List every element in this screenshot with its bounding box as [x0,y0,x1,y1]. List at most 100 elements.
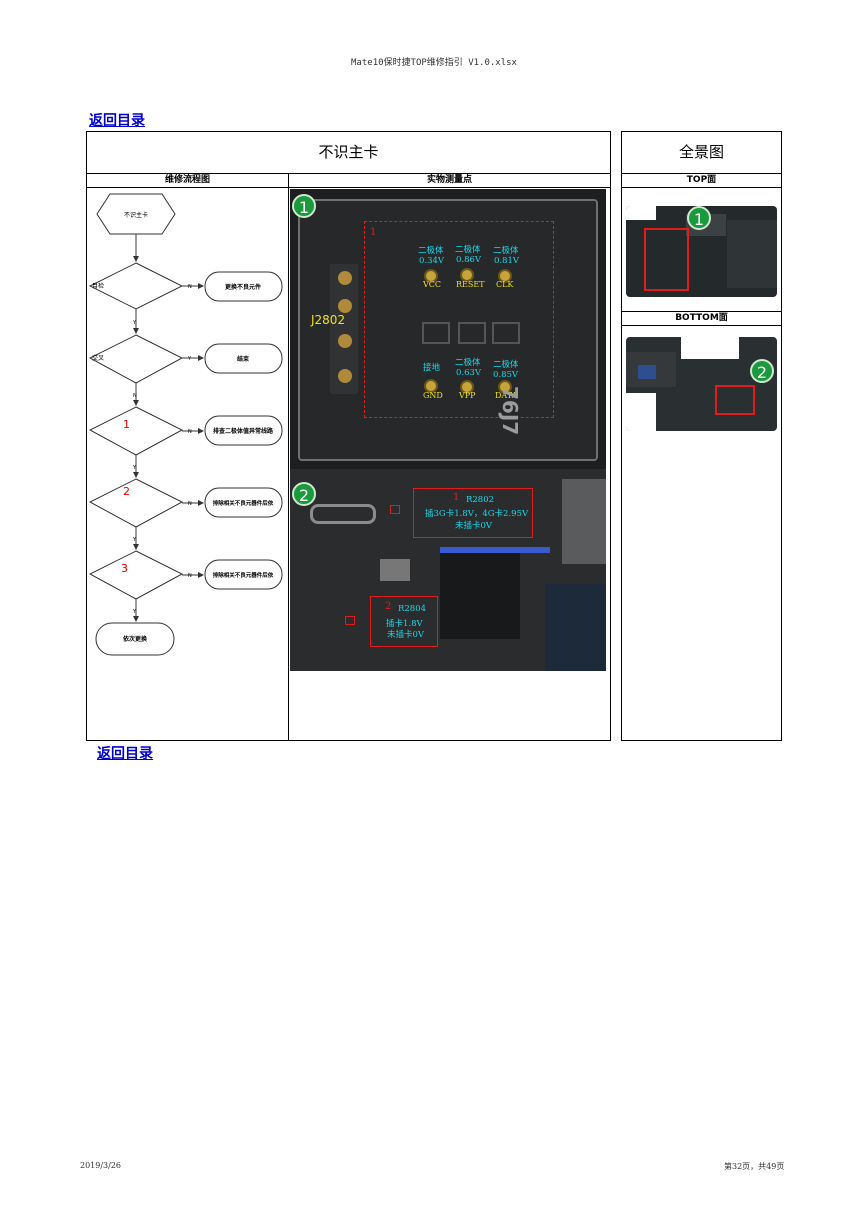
pin-value: 0.86V [456,255,482,265]
test-pad [498,380,512,394]
contact-pin [338,369,352,383]
flow-decision-visual-text: 目检 [92,282,104,290]
r2804-box [370,596,438,647]
measure-header-cell: 实物测量点 [288,173,611,188]
r2802-spec: 插3G卡1.8V，4G卡2.95V [425,509,529,519]
marker-1: 1 [292,194,316,218]
board-cutout [681,337,739,359]
measure-area-box [364,221,554,418]
flow-check-diode-text: 排查二极体值异常线路 [213,427,274,435]
board-cutout [626,393,656,431]
flow-yes-label: Y [132,537,137,543]
r2802-part [390,505,400,514]
pin-name: VPP [459,391,476,400]
sim-connector-photo: 1 J2802 1 二极体 0.34V VCC 二极体 0.86V RESET … [290,189,606,469]
board-part [638,365,656,379]
contact-pin [338,334,352,348]
pin-value: 0.85V [493,370,519,380]
board-section [727,220,777,288]
inductor [380,559,410,581]
component-row [440,547,550,553]
test-pad [424,269,438,283]
pin-name: CLK [496,280,514,289]
flow-start-node [96,193,176,235]
marker-2: 2 [292,482,316,506]
top-side-header: TOP面 [686,175,717,185]
flow-replace-node [204,271,283,302]
footer-date: 2019/3/26 [80,1161,122,1170]
flow-exclude-text-1: 排除相关不良元器件后依 [213,499,274,507]
r2802-ref: R2802 [466,495,495,505]
board-cutout [626,206,656,220]
r2804-ref: R2804 [398,604,427,614]
flow-exclude-node-2 [204,559,283,590]
footer-page-number: 第32页，共49页 [724,1162,785,1171]
contact-pin [338,299,352,313]
r2802-nocard: 未插卡0V [455,521,493,531]
flow-no-label: N [188,573,192,579]
flow-decision-1-num: 1 [123,418,130,431]
bottom-board-photo: 2 [626,337,777,431]
document-title: Mate10保时捷TOP维修指引 V1.0.xlsx [351,58,517,68]
flow-header-cell: 维修流程图 [86,173,289,188]
left-title-cell: 不识主卡 [86,131,611,174]
test-pad [424,379,438,393]
bottom-marker-2: 2 [750,359,774,383]
flow-replace-text: 更换不良元件 [225,283,261,291]
flow-end-text: 结束 [237,355,250,363]
flow-final-node [95,622,175,656]
measure-points-header: 实物测量点 [426,175,472,185]
shield-can [562,479,606,564]
pin-type: 二极体 [455,358,481,368]
contact-slot [492,322,520,344]
flow-start-text: 不识主卡 [124,211,148,219]
flow-exclude-text-2: 排除相关不良元器件后依 [213,571,274,579]
flow-no-label: N [188,501,192,507]
flow-decision-3-num: 3 [121,562,128,575]
flow-yes-label: Y [187,356,192,362]
flow-decision-cross-text: 交叉 [92,354,104,362]
flow-decision-1 [88,406,184,456]
pin-type: 二极体 [493,246,519,256]
pin-name: GND [423,391,443,400]
connector-label: J2802 [311,313,346,327]
flow-end-node [204,343,283,374]
contact-slot [458,322,486,344]
pcb-resistor-photo: 2 1 R2802 插3G卡1.8V，4G卡2.95V 未插卡0V 2 R280… [290,469,606,671]
flow-exclude-node-1 [204,487,283,518]
flow-decision-2 [88,478,184,528]
right-title-cell: 全景图 [621,131,782,174]
repair-flowchart: 不识主卡 目检 N 更换不良元件 Y 交叉 Y 结束 N 1 N 排查二极体值异… [88,193,283,656]
pin-type: 接地 [423,363,441,373]
pin-value: 0.34V [419,256,445,266]
test-pad [460,380,474,394]
pin-name: VCC [423,280,442,289]
back-to-toc-link-bottom[interactable]: 返回目录 [97,746,153,762]
flow-yes-label: Y [132,320,137,326]
flow-no-label: N [188,284,192,290]
top-board-photo: 1 [626,206,777,297]
measure-area-num: 1 [370,227,377,238]
top-marker-1: 1 [687,206,711,230]
flow-chart-header: 维修流程图 [164,175,210,185]
pin-type: 二极体 [493,360,519,370]
flow-yes-label: Y [132,609,137,615]
contact-slot [422,322,450,344]
ic-chip [545,584,606,671]
flow-decision-3 [88,550,184,600]
pin-type: 二极体 [418,246,444,256]
r2804-part [345,616,355,625]
bottom-side-header: BOTTOM面 [675,313,728,323]
r2804-nocard: 未插卡0V [387,630,425,640]
flow-check-diode-node [204,415,283,446]
pcb-trace [310,504,376,524]
ic-chip [440,549,520,639]
silkscreen-text: 76J7 [498,386,522,436]
r2802-num: 1 [453,492,460,503]
top-header-cell: TOP面 [621,173,782,188]
pin-name: RESET [456,280,485,289]
back-to-toc-link-top[interactable]: 返回目录 [89,113,145,129]
bottom-image-cell [621,325,782,741]
left-section-title: 不识主卡 [318,143,379,161]
measure-photo-cell [288,187,611,741]
